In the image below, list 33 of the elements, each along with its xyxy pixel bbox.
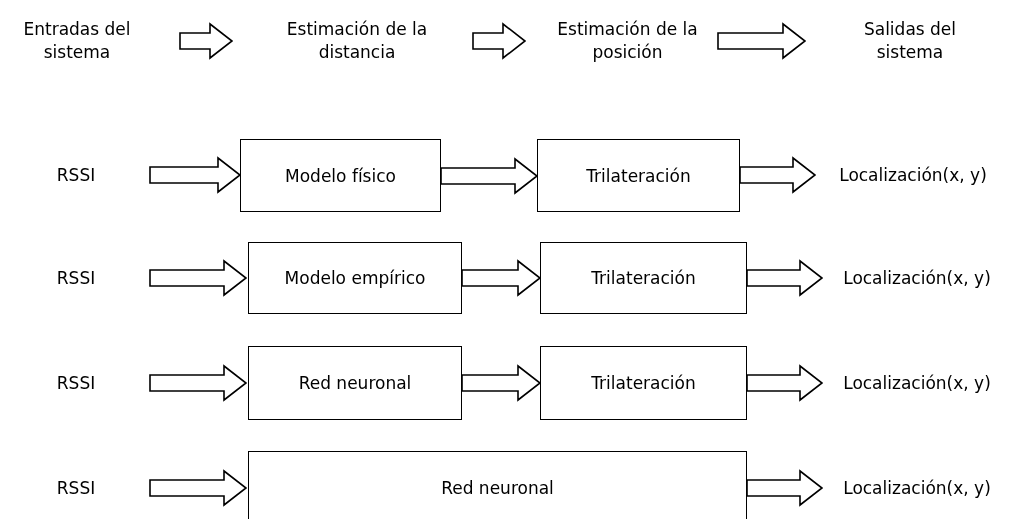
process-box: Trilateración [540, 242, 747, 314]
block-arrow [149, 156, 242, 194]
text-label: Salidas del sistema [845, 12, 975, 70]
block-arrow [746, 469, 824, 507]
process-box: Red neuronal [248, 346, 462, 420]
text-label: Localización(x, y) [826, 368, 1008, 398]
block-arrow [440, 157, 539, 195]
block-arrow [461, 364, 542, 402]
text-label: RSSI [52, 160, 100, 190]
process-box: Modelo físico [240, 139, 441, 212]
block-arrow [461, 259, 542, 297]
text-label: RSSI [52, 473, 100, 503]
text-label: RSSI [52, 368, 100, 398]
block-arrow [179, 22, 234, 60]
text-label: Estimación de la distancia [262, 12, 452, 70]
block-arrow [739, 156, 817, 194]
block-arrow [746, 364, 824, 402]
process-box: Trilateración [540, 346, 747, 420]
text-label: Localización(x, y) [818, 160, 1008, 190]
process-box: Trilateración [537, 139, 740, 212]
block-arrow [746, 259, 824, 297]
text-label: Estimación de la posición [545, 12, 710, 70]
block-arrow [472, 22, 527, 60]
process-box: Red neuronal [248, 451, 747, 519]
text-label: Entradas del sistema [2, 12, 152, 70]
block-arrow [149, 259, 248, 297]
block-arrow [717, 22, 807, 60]
block-arrow [149, 469, 248, 507]
process-box: Modelo empírico [248, 242, 462, 314]
block-arrow [149, 364, 248, 402]
text-label: RSSI [52, 263, 100, 293]
text-label: Localización(x, y) [826, 473, 1008, 503]
text-label: Localización(x, y) [826, 263, 1008, 293]
